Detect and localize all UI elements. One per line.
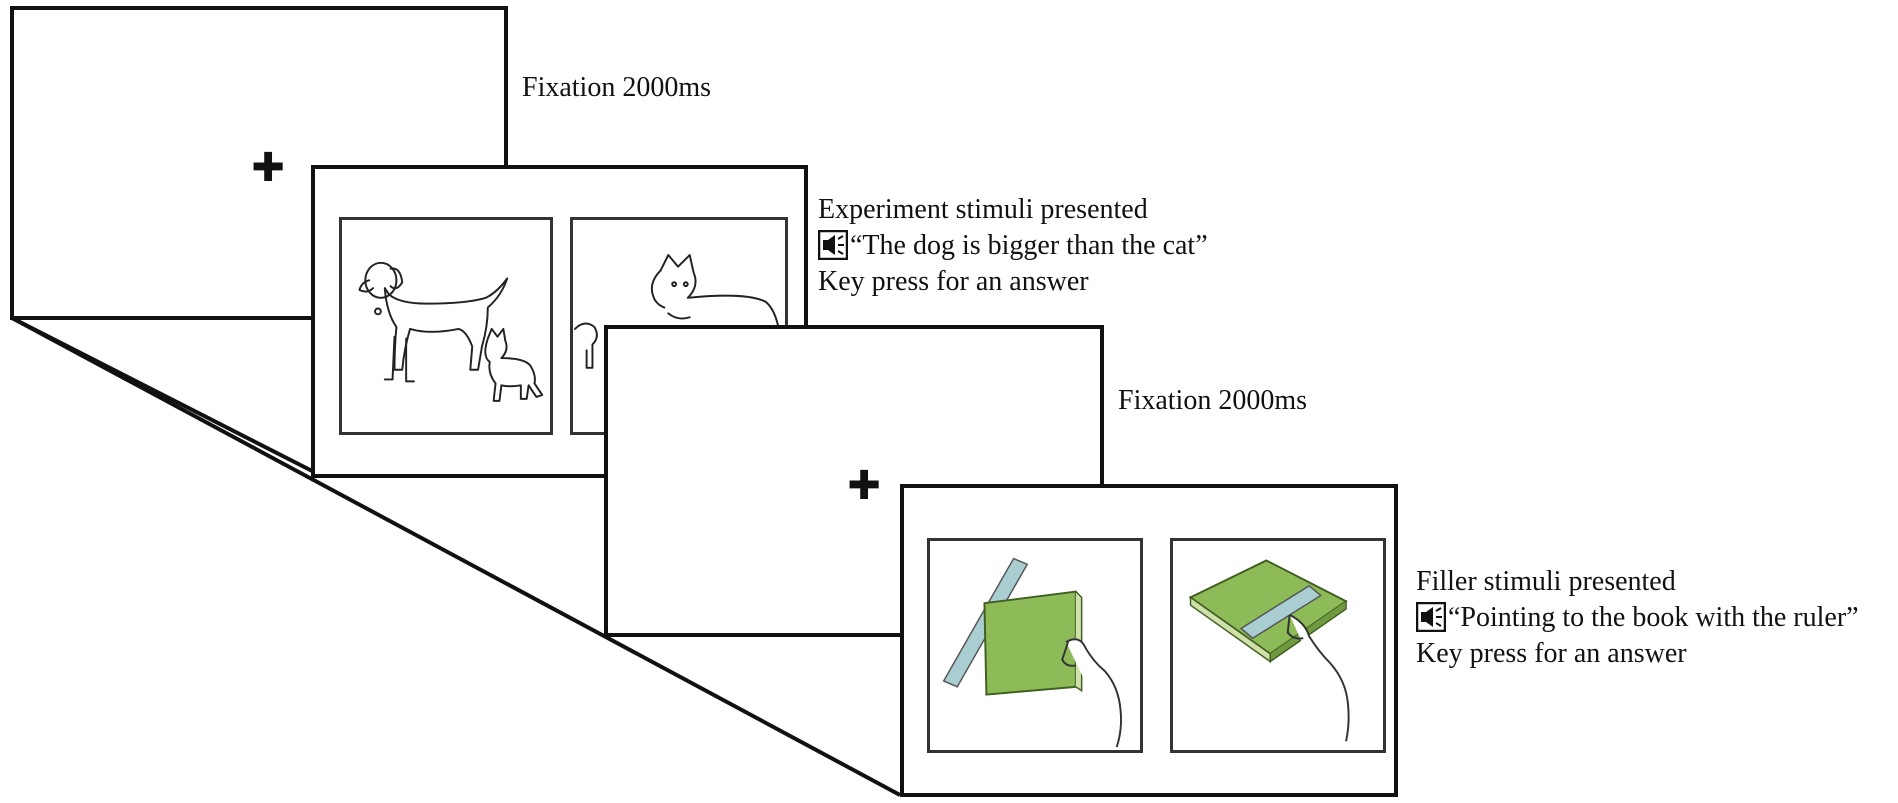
experiment-audio-line: “The dog is bigger than the cat” <box>818 228 1208 264</box>
filler-audio-line: “Pointing to the book with the ruler” <box>1416 600 1859 636</box>
filler-title: Filler stimuli presented <box>1416 566 1676 597</box>
fixation-cross-2: ✚ <box>847 463 881 509</box>
experiment-caption: Experiment stimuli presented “The dog is… <box>818 192 1208 300</box>
filler-sentence: “Pointing to the book with the ruler” <box>1448 602 1859 633</box>
perspective-line-top <box>11 316 321 477</box>
ruler-book-drawing-2 <box>1188 559 1350 742</box>
image-ruler-on-book <box>1170 538 1386 753</box>
ruler-book-drawing-1 <box>942 557 1123 748</box>
experiment-response: Key press for an answer <box>818 266 1089 297</box>
image-dog-bigger <box>339 217 553 435</box>
fixation-2-label: Fixation 2000ms <box>1118 385 1308 416</box>
experiment-title: Experiment stimuli presented <box>818 194 1148 225</box>
filler-response: Key press for an answer <box>1416 638 1687 669</box>
dog-cat-drawing <box>358 261 544 402</box>
fixation-1-label: Fixation 2000ms <box>522 72 712 103</box>
speaker-icon[interactable] <box>1416 602 1446 632</box>
filler-screen <box>900 484 1398 797</box>
image-ruler-behind-book <box>927 538 1143 753</box>
filler-caption: Filler stimuli presented “Pointing to th… <box>1416 564 1859 672</box>
cat-dog-drawing <box>573 254 781 369</box>
perspective-line-bottom <box>11 316 901 797</box>
experiment-screen <box>311 165 808 478</box>
experiment-sentence: “The dog is bigger than the cat” <box>850 230 1208 261</box>
speaker-icon[interactable] <box>818 230 848 260</box>
fixation-cross-1: ✚ <box>251 145 285 191</box>
